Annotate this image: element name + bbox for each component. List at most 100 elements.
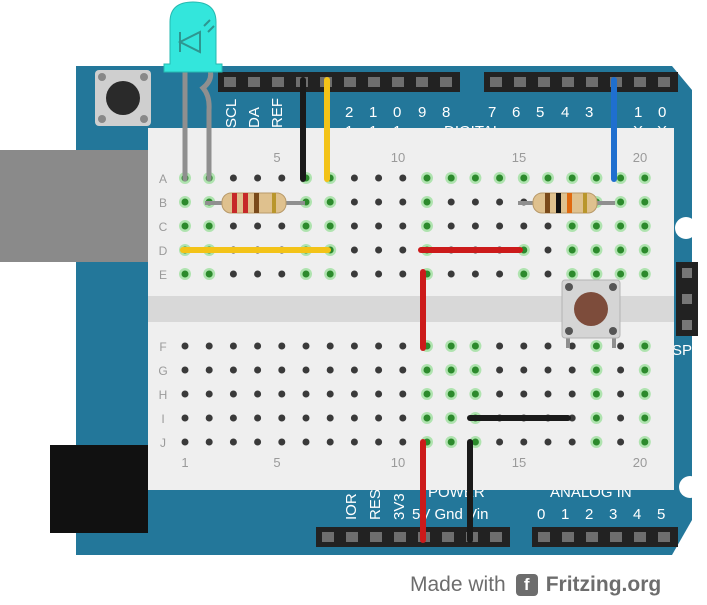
breadboard-hole[interactable] xyxy=(471,174,479,182)
breadboard-hole[interactable] xyxy=(568,414,576,422)
breadboard-hole[interactable] xyxy=(254,270,262,278)
header-pin[interactable] xyxy=(538,77,550,87)
breadboard-hole[interactable] xyxy=(350,342,358,350)
breadboard-hole[interactable] xyxy=(350,438,358,446)
header-pin[interactable] xyxy=(346,532,358,542)
header-pin[interactable] xyxy=(442,532,454,542)
header-pin[interactable] xyxy=(394,532,406,542)
breadboard-hole[interactable] xyxy=(617,366,625,374)
resistor-left[interactable] xyxy=(205,192,305,214)
led-component[interactable] xyxy=(163,1,223,182)
breadboard-hole[interactable] xyxy=(205,270,213,278)
breadboard-hole[interactable] xyxy=(544,222,552,230)
breadboard-hole[interactable] xyxy=(520,174,528,182)
header-pin[interactable] xyxy=(658,77,670,87)
breadboard-hole[interactable] xyxy=(520,270,528,278)
breadboard-hole[interactable] xyxy=(641,174,649,182)
header-pin[interactable] xyxy=(370,532,382,542)
breadboard-hole[interactable] xyxy=(229,366,237,374)
breadboard-hole[interactable] xyxy=(278,438,286,446)
breadboard-hole[interactable] xyxy=(496,366,504,374)
resistor-right[interactable] xyxy=(518,192,615,214)
header-pin[interactable] xyxy=(634,532,646,542)
breadboard-hole[interactable] xyxy=(229,414,237,422)
header-pin[interactable] xyxy=(586,77,598,87)
breadboard-hole[interactable] xyxy=(592,390,600,398)
breadboard-hole[interactable] xyxy=(544,246,552,254)
breadboard-hole[interactable] xyxy=(181,438,189,446)
breadboard-hole[interactable] xyxy=(254,438,262,446)
breadboard-hole[interactable] xyxy=(641,246,649,254)
breadboard-hole[interactable] xyxy=(375,342,383,350)
header-pin[interactable] xyxy=(224,77,236,87)
header-pin[interactable] xyxy=(658,532,670,542)
breadboard-hole[interactable] xyxy=(326,270,334,278)
breadboard-hole[interactable] xyxy=(350,198,358,206)
breadboard-hole[interactable] xyxy=(375,198,383,206)
breadboard-hole[interactable] xyxy=(496,390,504,398)
breadboard-hole[interactable] xyxy=(544,390,552,398)
breadboard-hole[interactable] xyxy=(568,222,576,230)
breadboard-hole[interactable] xyxy=(302,390,310,398)
breadboard-hole[interactable] xyxy=(302,414,310,422)
breadboard-hole[interactable] xyxy=(447,390,455,398)
breadboard-hole[interactable] xyxy=(617,270,625,278)
breadboard-hole[interactable] xyxy=(617,414,625,422)
header-pin[interactable] xyxy=(562,532,574,542)
breadboard-hole[interactable] xyxy=(447,366,455,374)
breadboard-hole[interactable] xyxy=(592,270,600,278)
breadboard-hole[interactable] xyxy=(375,270,383,278)
breadboard-hole[interactable] xyxy=(205,414,213,422)
breadboard-hole[interactable] xyxy=(254,414,262,422)
breadboard-hole[interactable] xyxy=(592,222,600,230)
breadboard-hole[interactable] xyxy=(568,270,576,278)
breadboard-hole[interactable] xyxy=(181,198,189,206)
breadboard-hole[interactable] xyxy=(471,366,479,374)
breadboard-hole[interactable] xyxy=(568,342,576,350)
breadboard-hole[interactable] xyxy=(399,414,407,422)
breadboard-hole[interactable] xyxy=(544,438,552,446)
breadboard-hole[interactable] xyxy=(326,366,334,374)
breadboard-hole[interactable] xyxy=(229,438,237,446)
breadboard-hole[interactable] xyxy=(399,174,407,182)
breadboard-hole[interactable] xyxy=(641,390,649,398)
breadboard-hole[interactable] xyxy=(302,222,310,230)
breadboard-hole[interactable] xyxy=(350,222,358,230)
header-pin[interactable] xyxy=(368,77,380,87)
breadboard-hole[interactable] xyxy=(399,246,407,254)
breadboard-hole[interactable] xyxy=(447,174,455,182)
breadboard-hole[interactable] xyxy=(568,438,576,446)
breadboard-hole[interactable] xyxy=(617,390,625,398)
breadboard-hole[interactable] xyxy=(375,366,383,374)
breadboard-hole[interactable] xyxy=(496,222,504,230)
breadboard-hole[interactable] xyxy=(471,390,479,398)
breadboard-hole[interactable] xyxy=(278,174,286,182)
breadboard-hole[interactable] xyxy=(350,366,358,374)
breadboard-hole[interactable] xyxy=(617,438,625,446)
breadboard-hole[interactable] xyxy=(641,414,649,422)
header-pin[interactable] xyxy=(392,77,404,87)
breadboard-hole[interactable] xyxy=(278,366,286,374)
breadboard-hole[interactable] xyxy=(302,438,310,446)
header-pin[interactable] xyxy=(586,532,598,542)
breadboard-hole[interactable] xyxy=(254,390,262,398)
breadboard-hole[interactable] xyxy=(520,342,528,350)
breadboard-hole[interactable] xyxy=(205,438,213,446)
breadboard-hole[interactable] xyxy=(592,366,600,374)
breadboard-hole[interactable] xyxy=(326,390,334,398)
header-pin[interactable] xyxy=(248,77,260,87)
breadboard-hole[interactable] xyxy=(278,222,286,230)
header-pin[interactable] xyxy=(416,77,428,87)
breadboard-hole[interactable] xyxy=(350,270,358,278)
breadboard-hole[interactable] xyxy=(423,174,431,182)
breadboard-hole[interactable] xyxy=(326,222,334,230)
breadboard-hole[interactable] xyxy=(496,438,504,446)
breadboard-hole[interactable] xyxy=(375,222,383,230)
breadboard-hole[interactable] xyxy=(592,438,600,446)
breadboard-hole[interactable] xyxy=(544,174,552,182)
breadboard-hole[interactable] xyxy=(641,198,649,206)
breadboard-hole[interactable] xyxy=(350,174,358,182)
breadboard-hole[interactable] xyxy=(326,438,334,446)
breadboard-hole[interactable] xyxy=(447,270,455,278)
credit-brand[interactable]: Fritzing.org xyxy=(545,573,662,596)
